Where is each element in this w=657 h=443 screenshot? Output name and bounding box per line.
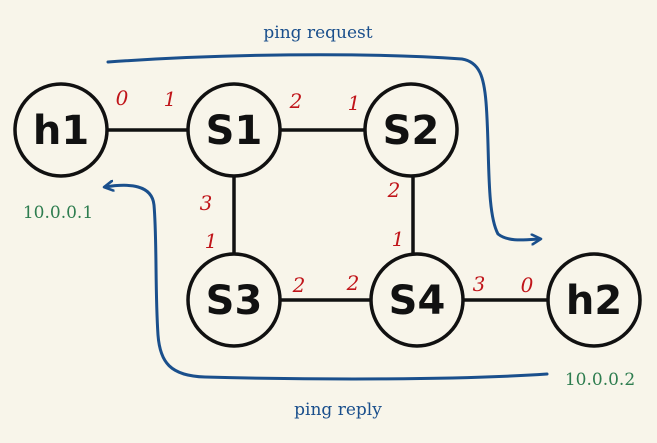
node-s4[interactable]: S4 — [369, 252, 465, 348]
node-s3-label: S3 — [206, 278, 263, 324]
port-s1-s2-near-s1: 2 — [289, 89, 303, 113]
node-h2-label: h2 — [566, 278, 622, 324]
links-layer — [108, 128, 547, 302]
port-s2-s4-near-s2: 2 — [387, 178, 401, 202]
node-s2-label: S2 — [383, 108, 440, 154]
port-h1-s1-near-h1: 0 — [116, 86, 129, 110]
node-h2[interactable]: h2 — [546, 252, 642, 348]
port-s1-s2-near-s2: 1 — [348, 91, 361, 115]
port-s1-s3-near-s3: 1 — [205, 229, 218, 253]
nodes-layer: h1 S1 S2 S3 S4 h2 — [13, 82, 642, 348]
node-h1-label: h1 — [33, 108, 89, 154]
ping-request-label: ping request — [263, 23, 372, 43]
node-h1[interactable]: h1 — [13, 82, 109, 178]
port-s4-h2-near-s4: 3 — [473, 272, 486, 296]
ping-request-arrow — [106, 53, 540, 240]
flows-layer: ping request ping reply — [105, 23, 549, 420]
ports-layer: 0 1 2 1 3 1 2 1 2 2 3 0 — [116, 86, 534, 297]
port-s2-s4-near-s4: 1 — [392, 227, 405, 251]
port-s1-s3-near-s1: 3 — [200, 191, 213, 215]
ip-h1: 10.0.0.1 — [23, 203, 93, 223]
node-s3[interactable]: S3 — [186, 252, 282, 348]
ips-layer: 10.0.0.1 10.0.0.2 — [23, 203, 635, 390]
ip-h2: 10.0.0.2 — [565, 370, 635, 390]
ping-reply-label: ping reply — [294, 400, 382, 420]
port-s3-s4-near-s3: 2 — [292, 273, 306, 297]
ping-reply-arrow — [105, 185, 549, 381]
node-s1-label: S1 — [206, 108, 263, 154]
node-s4-label: S4 — [389, 278, 446, 324]
node-s2[interactable]: S2 — [363, 82, 459, 178]
port-s4-h2-near-h2: 0 — [521, 273, 534, 297]
node-s1[interactable]: S1 — [186, 82, 282, 178]
port-h1-s1-near-s1: 1 — [164, 87, 177, 111]
port-s3-s4-near-s4: 2 — [346, 271, 360, 295]
